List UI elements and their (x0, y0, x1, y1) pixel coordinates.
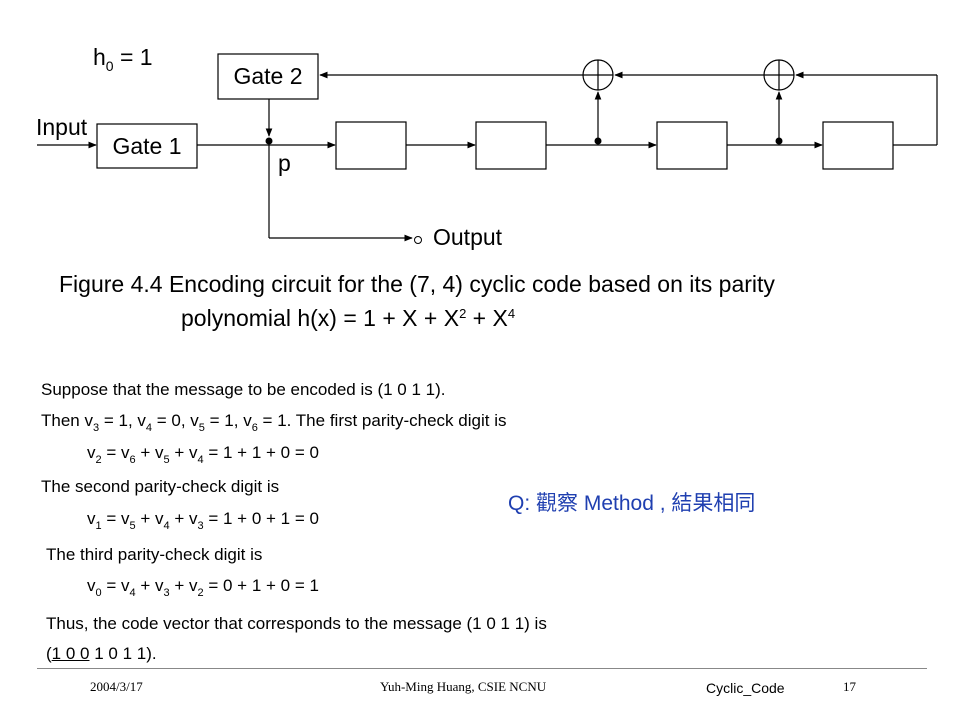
text-line-code-vector: (1 0 0 1 0 1 1). (46, 644, 157, 663)
output-terminal (414, 236, 422, 244)
footer-author: Yuh-Ming Huang, CSIE NCNU (380, 679, 547, 694)
figure-caption-line1: Figure 4.4 Encoding circuit for the (7, … (59, 271, 775, 297)
shift-register-4 (822, 121, 894, 170)
question-note: Q: 觀察 Method , 結果相同 (508, 492, 756, 515)
output-label: Output (433, 224, 503, 250)
junction-p (265, 137, 273, 145)
gate1-box (96, 123, 198, 169)
text-line-second-parity: The second parity-check digit is (41, 477, 280, 496)
input-label: Input (36, 114, 88, 140)
text-line-message: Suppose that the message to be encoded i… (41, 380, 446, 399)
figure-caption-line2: polynomial h(x) = 1 + X + X2 + X4 (181, 305, 516, 331)
encoding-circuit-diagram (37, 53, 938, 244)
shift-register-2 (475, 121, 547, 170)
text-line-conclusion: Thus, the code vector that corresponds t… (46, 614, 547, 633)
xor-adder-2 (763, 59, 795, 91)
text-line-third-parity: The third parity-check digit is (46, 545, 263, 564)
gate1-label: Gate 1 (112, 133, 182, 159)
gate2-box (217, 53, 319, 100)
equation-v1: v1 = v5 + v4 + v3 = 1 + 0 + 1 = 0 (87, 509, 319, 532)
footer-divider (37, 668, 927, 669)
equation-v2: v2 = v6 + v5 + v4 = 1 + 1 + 0 = 0 (87, 443, 319, 466)
p-label: p (278, 150, 291, 176)
footer-page-number: 17 (843, 679, 856, 694)
gate2-label: Gate 2 (233, 63, 303, 89)
h0-label: h0 = 1 (93, 44, 153, 74)
xor-adder-1 (582, 59, 614, 91)
equation-v0: v0 = v4 + v3 + v2 = 0 + 1 + 0 = 1 (87, 576, 319, 599)
footer-date: 2004/3/17 (90, 679, 143, 694)
shift-register-1 (335, 121, 407, 170)
text-line-values: Then v3 = 1, v4 = 0, v5 = 1, v6 = 1. The… (41, 411, 507, 434)
footer-topic: Cyclic_Code (706, 680, 785, 696)
shift-register-3 (656, 121, 728, 170)
